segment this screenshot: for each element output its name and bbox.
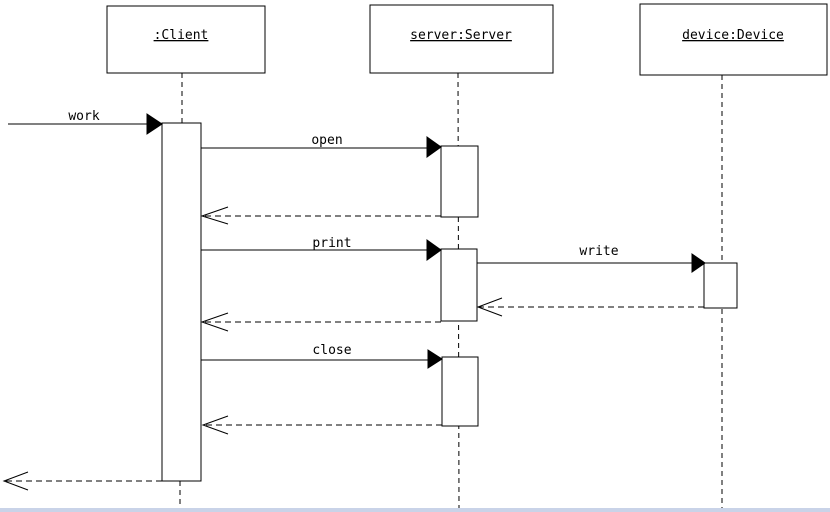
- close-return-arrowhead-icon: [201, 415, 229, 435]
- work-message-label: work: [68, 109, 99, 124]
- server-object-label: server:Server: [410, 28, 512, 43]
- open-return-message[interactable]: [200, 206, 441, 225]
- write-message[interactable]: write: [477, 244, 706, 273]
- device-object[interactable]: device:Device: [639, 3, 828, 76]
- window-bottom-edge: [0, 508, 830, 512]
- device-activation-write: [703, 262, 738, 309]
- work-return-message[interactable]: [2, 471, 162, 491]
- client-object-box: [106, 5, 266, 74]
- server-activation-open: [440, 145, 479, 218]
- print-return-arrowhead-icon: [200, 312, 229, 332]
- print-return-message[interactable]: [200, 312, 441, 332]
- open-arrowhead-icon: [426, 136, 442, 158]
- server-activation-close: [441, 356, 479, 427]
- device-object-box: [639, 3, 828, 76]
- print-arrowhead-icon: [426, 239, 442, 261]
- server-object-box: [369, 4, 554, 74]
- open-message[interactable]: open: [201, 133, 442, 158]
- device-object-label: device:Device: [682, 28, 784, 43]
- close-message[interactable]: close: [201, 343, 443, 369]
- server-activation-print: [440, 248, 478, 322]
- client-object[interactable]: :Client: [106, 5, 266, 74]
- work-message[interactable]: work: [8, 109, 163, 135]
- client-activation: [161, 122, 202, 482]
- close-arrowhead-icon: [427, 349, 443, 369]
- write-message-label: write: [579, 244, 618, 259]
- write-arrowhead-icon: [691, 253, 706, 273]
- write-return-message[interactable]: [476, 297, 704, 317]
- work-arrowhead-icon: [146, 113, 163, 135]
- print-message[interactable]: print: [201, 236, 442, 261]
- close-return-message[interactable]: [201, 415, 442, 435]
- close-message-label: close: [312, 343, 351, 358]
- client-object-label: :Client: [154, 28, 209, 43]
- server-object[interactable]: server:Server: [369, 4, 554, 74]
- open-return-arrowhead-icon: [200, 206, 229, 225]
- work-return-arrowhead-icon: [2, 471, 29, 491]
- print-message-label: print: [312, 236, 351, 251]
- write-return-arrowhead-icon: [476, 297, 503, 317]
- open-message-label: open: [311, 133, 342, 148]
